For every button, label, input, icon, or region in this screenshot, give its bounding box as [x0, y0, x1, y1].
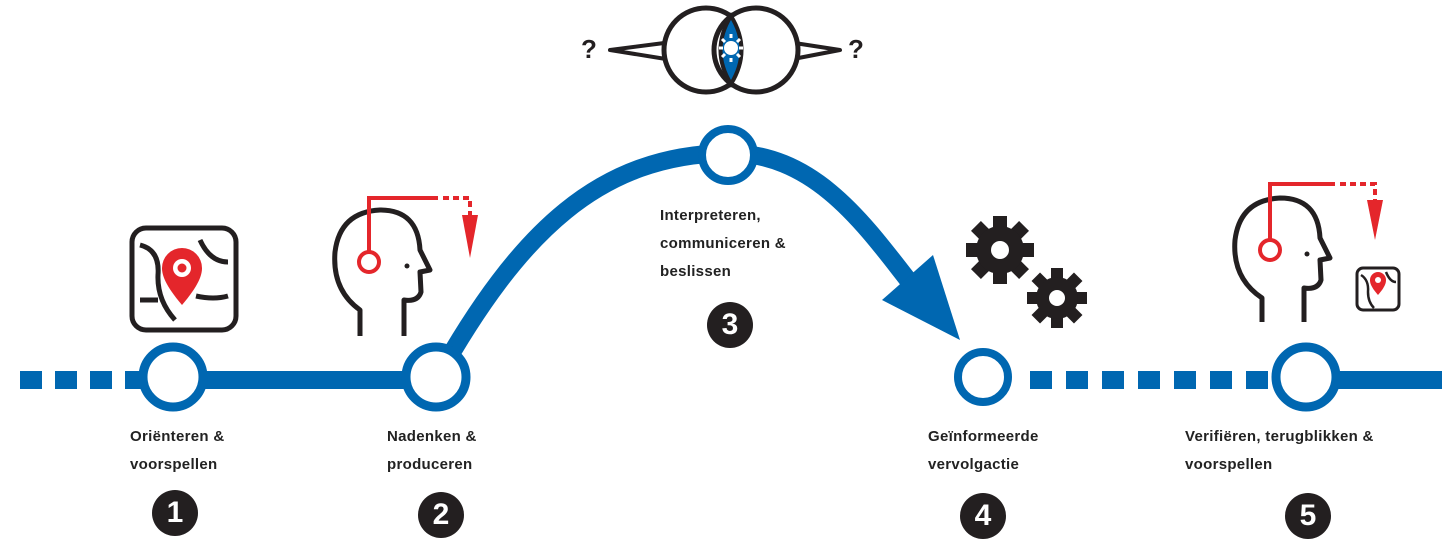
step-1-label-line-1: Oriënteren & — [130, 428, 225, 445]
step-1-label: Oriënteren & voorspellen — [130, 423, 224, 479]
step-4-label: Geïnformeerde vervolgactie — [928, 423, 1039, 479]
step-4-label-line-1: Geïnformeerde — [928, 428, 1039, 445]
step-5-label-line-1: Verifiëren, terugblikken & — [1185, 428, 1374, 445]
step-3-label-line-3: beslissen — [660, 263, 732, 280]
step-2-label: Nadenken & produceren — [387, 423, 477, 479]
small-map-icon — [1355, 266, 1401, 312]
step-5-number-badge: 5 — [1285, 493, 1331, 539]
step-5-label: Verifiëren, terugblikken & voorspellen — [1185, 423, 1374, 479]
step-5-label-line-2: voorspellen — [1185, 456, 1273, 473]
question-mark-left: ? — [581, 34, 597, 64]
step-2-number-badge: 2 — [418, 492, 464, 538]
step-2-label-line-2: produceren — [387, 456, 473, 473]
shared-understanding-icon — [608, 5, 842, 95]
thinking-head-icon — [332, 196, 478, 336]
dashed-path-start — [20, 371, 147, 389]
step-3-number-badge: 3 — [707, 302, 753, 348]
step-3-label: Interpreteren, communiceren & beslissen — [660, 202, 786, 286]
node-1 — [138, 342, 208, 412]
node-4 — [954, 348, 1012, 406]
step-4-label-line-2: vervolgactie — [928, 456, 1020, 473]
step-4-number-badge: 4 — [960, 493, 1006, 539]
question-mark-right: ? — [848, 34, 864, 64]
thinking-head-with-map-icon — [1232, 182, 1401, 322]
step-3-label-line-1: Interpreteren, — [660, 207, 761, 224]
map-pin-icon — [129, 225, 239, 333]
step-2-label-line-1: Nadenken & — [387, 428, 477, 445]
step-3-label-line-2: communiceren & — [660, 235, 786, 252]
dashed-path-4-5 — [1030, 371, 1268, 389]
step-1-number-badge: 1 — [152, 490, 198, 536]
arch-arrowhead — [882, 255, 960, 340]
step-1-label-line-2: voorspellen — [130, 456, 218, 473]
node-2 — [401, 342, 471, 412]
node-3 — [698, 125, 758, 185]
node-5 — [1271, 342, 1341, 412]
gears-icon — [966, 216, 1087, 328]
